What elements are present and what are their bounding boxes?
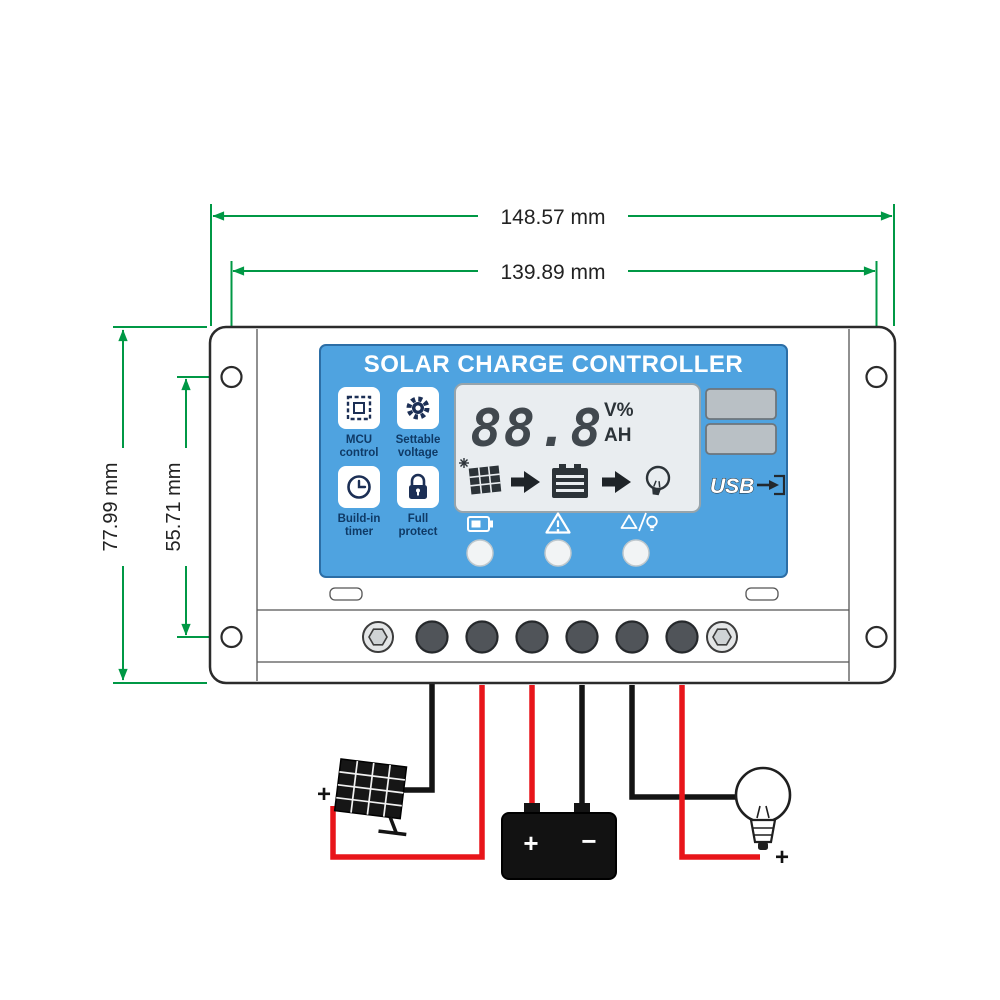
mounting-hole [220, 365, 243, 389]
case-slot-left [329, 587, 363, 601]
front-panel: SOLAR CHARGE CONTROLLER MCU control S [319, 344, 788, 578]
bulb-icon [645, 465, 671, 496]
mounting-hole [865, 365, 888, 389]
load-negative-wire [629, 685, 740, 800]
battery-drawing: + − [501, 803, 617, 880]
panel-button-menu [544, 539, 572, 567]
battery-icon [552, 464, 588, 498]
lock-icon [409, 473, 427, 499]
sun-icon [459, 458, 469, 468]
feature-full-protect: Full protect [397, 466, 439, 538]
panel-stand-base [378, 829, 407, 837]
bulb-filament [756, 805, 770, 819]
flow-arrow-icon [511, 471, 540, 493]
feature-label: protect [399, 526, 438, 538]
solar-negative-wire [404, 683, 435, 793]
feature-label: MCU [346, 434, 372, 446]
feature-label: timer [345, 526, 374, 538]
lcd-reading: 88.8 [470, 399, 603, 459]
panel-button-battery [466, 539, 494, 567]
controller-device: SOLAR CHARGE CONTROLLER MCU control S [208, 325, 897, 685]
dimension-label-hole-width: 139.89 mm [500, 261, 605, 284]
triangle-bulb-icon [620, 512, 658, 532]
bulb-glass [734, 766, 792, 824]
solar-panel-drawing [333, 758, 408, 837]
wiring [330, 683, 760, 860]
usb-port-cover-top [705, 388, 777, 420]
terminal-screw [665, 620, 699, 654]
lcd-unit-vpercent: V% [604, 400, 634, 421]
dimension-label-outer-width: 148.57 mm [500, 206, 605, 229]
terminal-screw [415, 620, 449, 654]
gear-icon [406, 396, 430, 420]
feature-label: control [340, 447, 379, 459]
terminal-screw [465, 620, 499, 654]
usb-port-cover-bottom [705, 423, 777, 455]
usb-label-text: USB [710, 475, 754, 498]
battery-status-icon [467, 516, 493, 532]
feature-label: Build-in [338, 513, 381, 525]
hex-bolt-left [362, 621, 394, 653]
lcd-display: 88.8 V% AH [454, 383, 701, 513]
terminal-block [362, 620, 738, 654]
bulb-base [749, 818, 777, 844]
battery-positive-label: + [523, 828, 538, 858]
terminal-screw [515, 620, 549, 654]
terminal-screw [565, 620, 599, 654]
panel-button-load [622, 539, 650, 567]
chip-icon [346, 395, 372, 421]
load-positive-wire [679, 685, 760, 860]
bulb-drawing [734, 766, 792, 850]
solar-positive-label: + [317, 781, 331, 808]
flow-arrow-icon [602, 471, 631, 493]
feature-label: Full [408, 513, 428, 525]
case-slot-right [745, 587, 779, 601]
bulb-tip [758, 842, 768, 850]
lcd-unit-ah: AH [604, 425, 631, 446]
panel-stand-leg [388, 816, 398, 834]
dimension-label-hole-height: 55.71 mm [163, 463, 185, 552]
feature-mcu-control: MCU control [338, 387, 380, 459]
load-positive-label: + [775, 844, 789, 871]
mounting-hole [865, 625, 888, 649]
feature-settable-voltage: Settable voltage [396, 387, 441, 459]
battery-body [501, 812, 617, 880]
dimension-outer-height [113, 326, 207, 684]
hex-bolt-right [706, 621, 738, 653]
feature-label: Settable [396, 434, 441, 446]
warning-triangle-icon [545, 512, 571, 534]
battery-post [524, 803, 540, 814]
feature-build-in-timer: Build-in timer [338, 466, 381, 538]
dimension-label-outer-height: 77.99 mm [100, 463, 122, 552]
mounting-hole [220, 625, 243, 649]
usb-logo: USB [710, 475, 786, 498]
feature-label: voltage [398, 447, 438, 459]
solar-panel-grid [336, 760, 406, 817]
solar-panel-icon [468, 465, 502, 495]
icon-tile [338, 387, 380, 429]
battery-negative-label: − [581, 826, 596, 856]
clock-icon [347, 475, 371, 499]
terminal-screw [615, 620, 649, 654]
battery-post [574, 803, 590, 814]
dimension-outer-width [210, 204, 895, 326]
panel-title: SOLAR CHARGE CONTROLLER [364, 351, 744, 378]
solar-positive-wire [330, 685, 485, 860]
